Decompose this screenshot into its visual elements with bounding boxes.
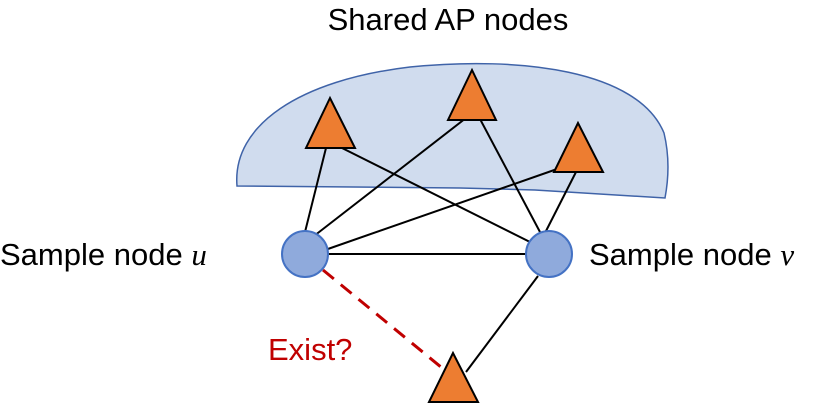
ap-node-3 (552, 120, 605, 173)
ap-nodes (304, 67, 605, 403)
exist-question-label: Exist? (268, 332, 352, 367)
sample-node-u (281, 230, 329, 278)
edge-u-ap3 (324, 167, 561, 251)
ap-node-4 (427, 350, 480, 403)
ap-node-1 (304, 95, 357, 149)
edge-v-ap4 (465, 275, 539, 373)
edge-v-ap1 (335, 144, 531, 243)
shared-ap-region (236, 62, 669, 199)
edge-v-ap3 (545, 171, 577, 232)
edges (304, 117, 577, 373)
edge-u-ap1 (304, 147, 327, 233)
ap-node-2 (446, 67, 498, 121)
edge-u-ap2 (313, 117, 467, 237)
sample-node-v-label: Sample node v (589, 237, 794, 272)
edge-v-ap2 (479, 118, 541, 233)
question-edge (322, 268, 448, 374)
sample-node-u-label: Sample node u (0, 237, 207, 272)
sample-node-v (525, 230, 573, 278)
shared-ap-title: Shared AP nodes (328, 2, 569, 37)
